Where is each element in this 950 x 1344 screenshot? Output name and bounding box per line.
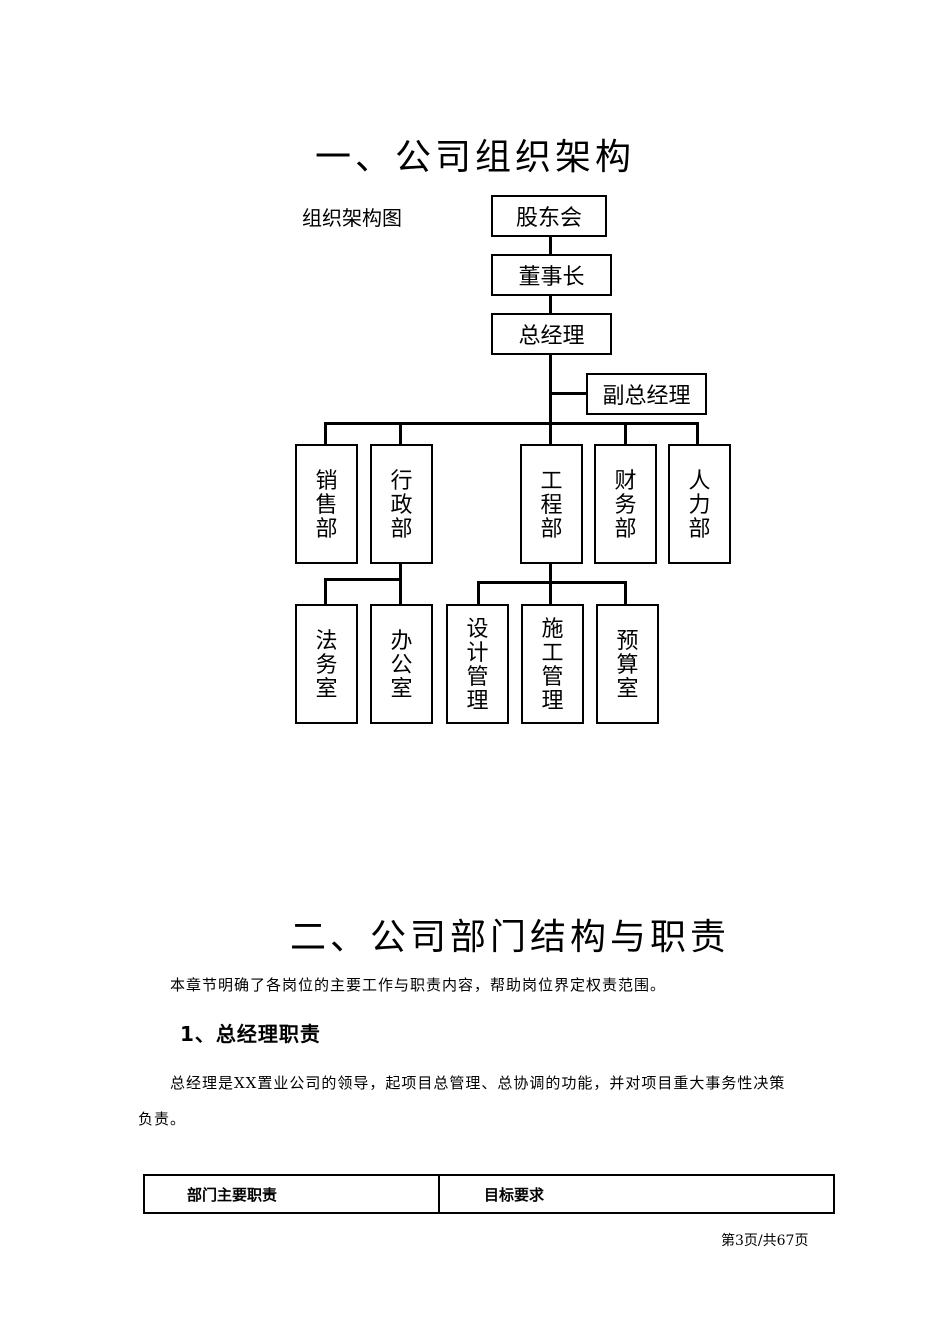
connector xyxy=(477,581,480,604)
connector xyxy=(549,563,552,583)
unit-char: 理 xyxy=(541,689,564,714)
table-header-targets: 目标要求 xyxy=(438,1174,835,1214)
intro-paragraph: 本章节明确了各岗位的主要工作与职责内容，帮助岗位界定权责范围。 xyxy=(170,976,667,994)
connector xyxy=(624,581,627,604)
org-box-finance-dept: 财 务 部 xyxy=(594,444,657,564)
connector xyxy=(549,354,552,425)
dept-char: 程 xyxy=(540,493,563,518)
gm-paragraph-line2: 负责。 xyxy=(138,1110,187,1128)
connector xyxy=(549,392,587,395)
unit-char: 公 xyxy=(390,653,413,678)
connector xyxy=(324,578,402,581)
unit-char: 计 xyxy=(466,641,489,666)
unit-char: 施 xyxy=(541,617,564,642)
org-box-legal-office: 法 务 室 xyxy=(295,604,358,724)
section-title-org: 一、公司组织架构 xyxy=(314,137,635,178)
org-box-hr-dept: 人 力 部 xyxy=(668,444,731,564)
connector xyxy=(624,422,627,444)
unit-char: 室 xyxy=(616,677,639,702)
org-box-engineering-dept: 工 程 部 xyxy=(520,444,583,564)
page-footer: 第3页/共67页 xyxy=(721,1233,809,1249)
org-box-budget-office: 预 算 室 xyxy=(596,604,659,724)
unit-char: 办 xyxy=(390,629,413,654)
table-header-row: 部门主要职责 目标要求 xyxy=(143,1174,835,1214)
dept-char: 部 xyxy=(390,517,413,542)
dept-char: 销 xyxy=(315,469,338,494)
unit-char: 室 xyxy=(390,677,413,702)
connector xyxy=(324,422,327,444)
unit-char: 理 xyxy=(466,689,489,714)
unit-char: 管 xyxy=(466,665,489,690)
dept-char: 力 xyxy=(688,493,711,518)
org-chart-caption: 组织架构图 xyxy=(302,206,402,230)
connector xyxy=(549,236,552,254)
org-box-deputy-gm: 副总经理 xyxy=(586,373,707,415)
org-box-shareholders: 股东会 xyxy=(491,195,607,237)
dept-char: 工 xyxy=(540,469,563,494)
unit-char: 务 xyxy=(315,653,338,678)
dept-char: 部 xyxy=(315,517,338,542)
unit-char: 设 xyxy=(466,617,489,642)
dept-char: 部 xyxy=(614,517,637,542)
section-title-departments: 二、公司部门结构与职责 xyxy=(289,917,730,958)
subsection-title-gm: 1、总经理职责 xyxy=(180,1022,321,1046)
org-box-gm: 总经理 xyxy=(491,313,612,355)
dept-char: 政 xyxy=(390,493,413,518)
unit-char: 管 xyxy=(541,665,564,690)
org-box-sales-dept: 销 售 部 xyxy=(295,444,358,564)
dept-char: 部 xyxy=(688,517,711,542)
org-box-design-mgmt: 设 计 管 理 xyxy=(446,604,509,724)
dept-char: 行 xyxy=(390,469,413,494)
table-header-duties: 部门主要职责 xyxy=(143,1174,440,1214)
org-box-chairman: 董事长 xyxy=(491,254,612,296)
org-box-admin-dept: 行 政 部 xyxy=(370,444,433,564)
connector xyxy=(399,563,402,580)
unit-char: 工 xyxy=(541,641,564,666)
gm-paragraph-line1: 总经理是XX置业公司的领导，起项目总管理、总协调的功能，并对项目重大事务性决策 xyxy=(170,1074,786,1092)
unit-char: 室 xyxy=(315,677,338,702)
org-box-general-office: 办 公 室 xyxy=(370,604,433,724)
connector xyxy=(549,422,552,444)
connector xyxy=(399,422,402,444)
dept-char: 售 xyxy=(315,493,338,518)
connector xyxy=(549,581,552,604)
connector xyxy=(477,581,627,584)
duties-table: 部门主要职责 目标要求 xyxy=(143,1174,835,1214)
unit-char: 算 xyxy=(616,653,639,678)
connector xyxy=(399,578,402,604)
dept-char: 财 xyxy=(614,469,637,494)
dept-char: 人 xyxy=(688,469,711,494)
dept-char: 务 xyxy=(614,493,637,518)
connector xyxy=(549,295,552,313)
connector xyxy=(324,578,327,604)
unit-char: 法 xyxy=(315,629,338,654)
connector xyxy=(696,422,699,444)
unit-char: 预 xyxy=(616,629,639,654)
connector xyxy=(324,422,699,425)
org-box-construction-mgmt: 施 工 管 理 xyxy=(521,604,584,724)
dept-char: 部 xyxy=(540,517,563,542)
